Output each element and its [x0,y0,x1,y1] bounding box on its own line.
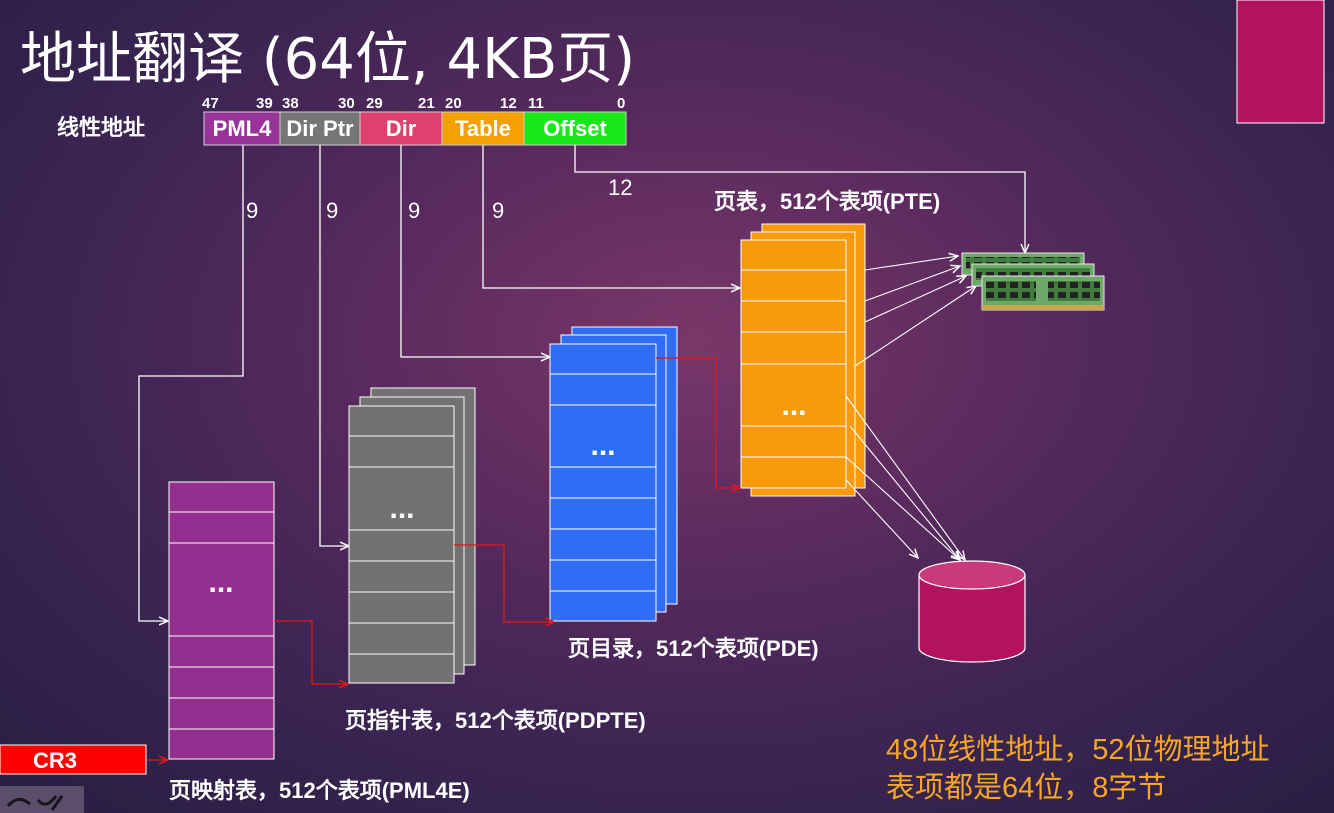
linear-address-label: 线性地址 [57,115,145,140]
page-title: 地址翻译 (64位, 4KB页) [20,27,635,92]
note-line-2: 表项都是64位，8字节 [886,771,1166,804]
pointer-arrows [146,357,740,760]
pt-ellipsis: ... [781,389,806,422]
field-pml4 [203,111,281,146]
pd-caption: 页目录，512个表项(PDE) [568,636,819,661]
bit-38: 38 [282,95,299,112]
pd-ellipsis: ... [590,429,615,462]
pte-to-ram-arrow-2 [864,266,960,302]
dirptr-bits: 9 [326,198,338,223]
pdpt-ellipsis: ... [389,492,414,525]
offset-arrow [574,145,1025,253]
field-table-label: Table [455,116,511,141]
bit-number-labels: 47 39 38 30 29 21 20 12 11 0 [202,95,625,112]
index-arrows [138,145,1025,621]
page-directory-table: ... [549,326,678,622]
note-line-1: 48位线性地址，52位物理地址 [886,733,1270,766]
pte-to-ram-arrow-1 [864,256,958,271]
pte-to-ram-arrow-3 [864,276,966,323]
pml4-bits: 9 [246,198,258,223]
accent-block [1236,0,1325,124]
pte-to-disk-arrow-2 [849,425,960,560]
field-pml4-label: PML4 [213,116,272,141]
index-bit-counts: 9 9 9 9 12 [246,175,632,223]
corner-thumbnail [0,786,84,813]
pdpt-table: ... [348,387,476,684]
bit-0: 0 [617,95,625,112]
note: 48位线性地址，52位物理地址 表项都是64位，8字节 [886,733,1270,804]
bit-29: 29 [366,95,383,112]
table-captions: 页映射表，512个表项(PML4E) 页指针表，512个表项(PDPTE) 页目… [169,189,940,803]
cr3-label: CR3 [33,748,77,773]
frame-arrows [845,256,976,560]
pd-to-pt-arrow [656,357,740,488]
field-dir-label: Dir [386,116,417,141]
bit-11: 11 [528,95,544,112]
pml4-table: ... [168,481,275,760]
table-bits: 9 [492,198,504,223]
pte-to-ram-arrow-4 [854,286,976,367]
bit-21: 21 [418,95,435,112]
pml4-caption: 页映射表，512个表项(PML4E) [169,778,470,803]
field-dirptr-label: Dir Ptr [286,116,354,141]
field-offset-label: Offset [543,116,607,141]
offset-bits: 12 [608,175,632,200]
dirptr-index-arrow [319,145,349,546]
page-table: ... [740,223,866,497]
field-dir [359,111,443,146]
cr3-register: CR3 [0,744,147,775]
pdpt-caption: 页指针表，512个表项(PDPTE) [345,708,646,733]
dir-bits: 9 [408,198,420,223]
address-fields: PML4 Dir Ptr Dir Table Offset [203,111,627,146]
pdpt-to-pd-arrow [454,544,554,622]
dir-index-arrow [400,145,550,357]
pml4-to-pdpt-arrow [274,620,348,684]
pml4-index-arrow [138,145,244,621]
field-dirptr [279,111,361,146]
bit-20: 20 [445,95,462,112]
bit-12: 12 [500,95,517,112]
bit-30: 30 [338,95,355,112]
pte-to-disk-arrow-1 [845,395,965,560]
pml4-ellipsis: ... [208,566,233,599]
bit-47: 47 [202,95,219,112]
pte-to-disk-arrow-3 [845,456,960,560]
disk-icon [918,560,1026,663]
pt-caption: 页表，512个表项(PTE) [714,189,940,214]
bit-39: 39 [256,95,273,112]
ram-modules-icon [961,252,1105,311]
pte-to-disk-arrow-4 [845,479,918,558]
table-index-arrow [482,145,740,288]
